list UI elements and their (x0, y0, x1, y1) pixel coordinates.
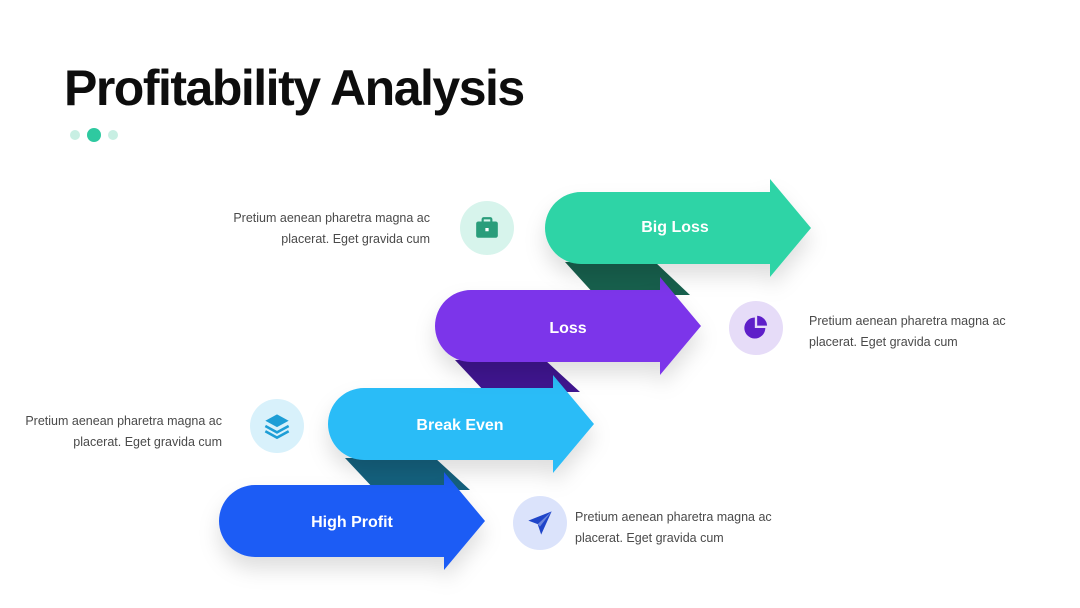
description-high-profit: Pretium aenean pharetra magna ac placera… (575, 510, 772, 545)
briefcase-icon (460, 201, 514, 255)
description-loss: Pretium aenean pharetra magna ac placera… (809, 314, 1006, 349)
connector-loss (455, 360, 580, 392)
arrow-break-even (328, 375, 594, 473)
step-label-break-even: Break Even (416, 417, 504, 434)
step-label-high-profit: High Profit (311, 514, 393, 531)
arrow-big-loss (545, 179, 811, 277)
arrow-loss (435, 277, 701, 375)
pie-chart-icon (729, 301, 783, 355)
decorative-dots (70, 128, 118, 142)
dot (70, 130, 80, 140)
paper-plane-icon (513, 496, 567, 550)
description-break-even: Pretium aenean pharetra magna ac placera… (25, 414, 222, 449)
slide-title: Profitability Analysis (64, 60, 525, 116)
connector-break-even (345, 458, 470, 490)
dot (108, 130, 118, 140)
layers-icon (250, 399, 304, 453)
arrow-high-profit (219, 472, 485, 570)
step-label-loss: Loss (549, 320, 587, 337)
step-label-big-loss: Big Loss (641, 219, 709, 236)
dot-active (87, 128, 101, 142)
description-big-loss: Pretium aenean pharetra magna ac placera… (233, 211, 430, 246)
connector-big-loss (565, 262, 690, 295)
